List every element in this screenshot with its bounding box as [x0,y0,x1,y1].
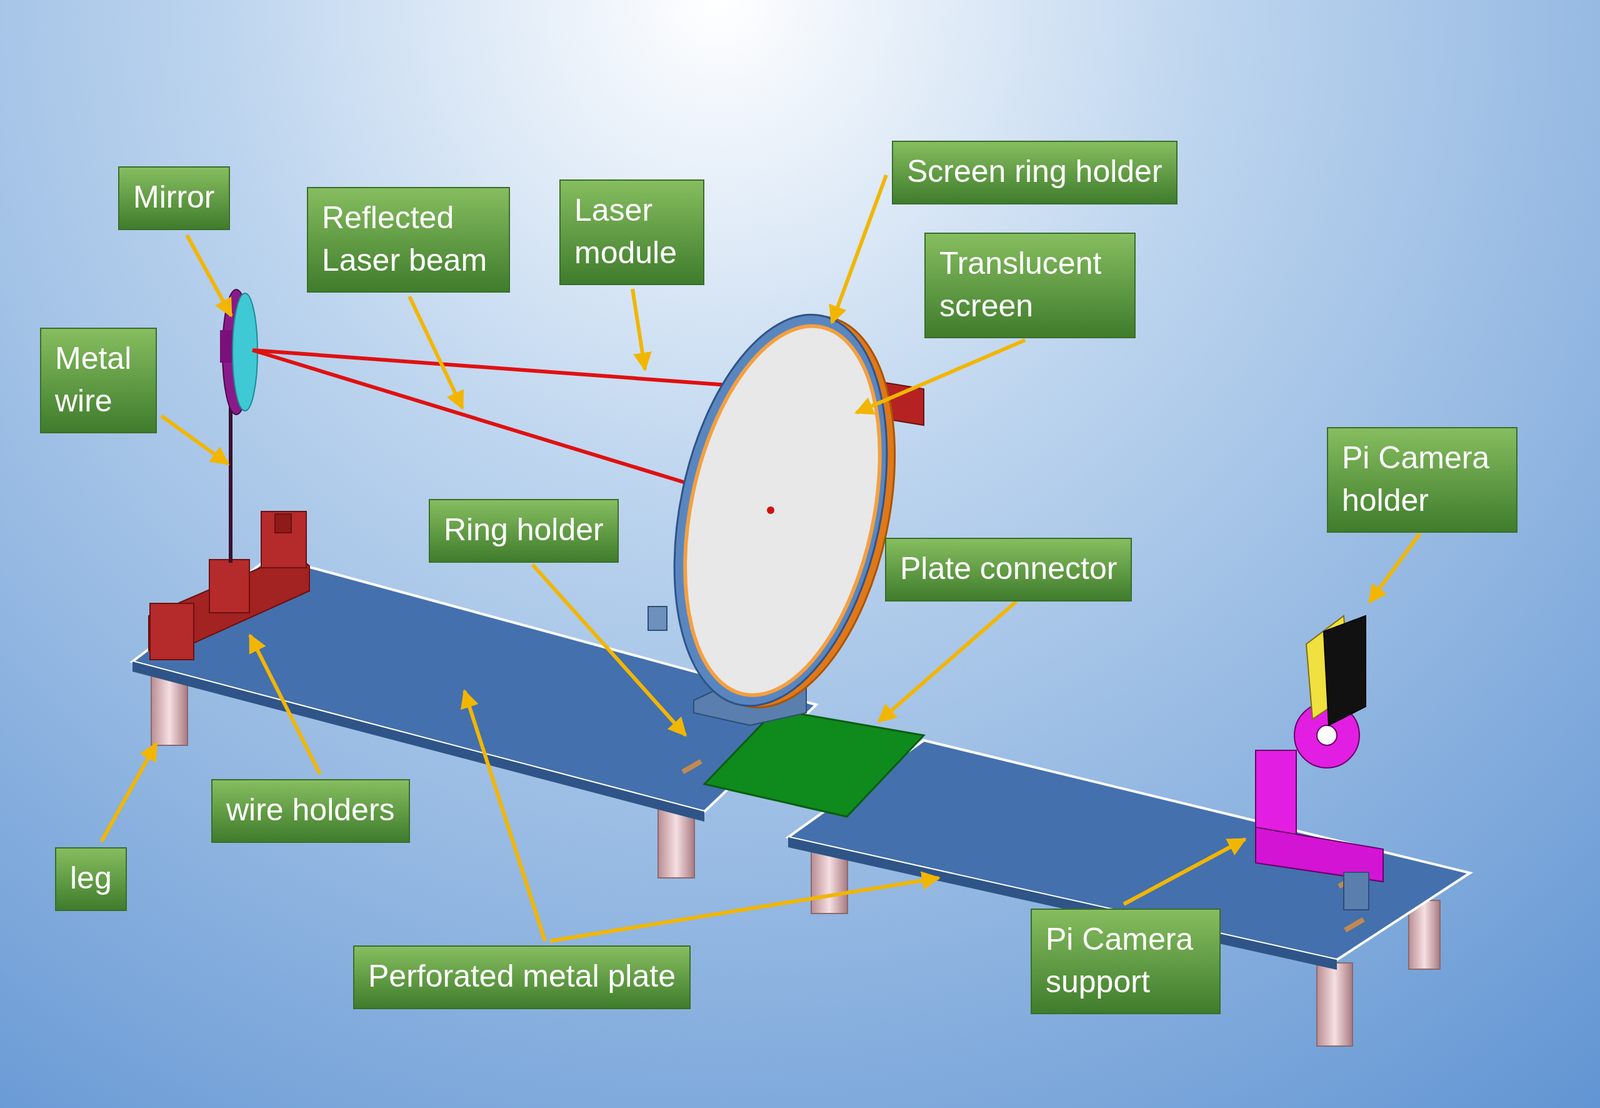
callout-text: leg [70,856,112,900]
leader-arrows [101,175,1420,941]
callout-label: Ring holder [428,498,619,563]
callout-label: Pi Camera support [1030,908,1221,1014]
screen-ring [641,295,928,727]
callout-label: wire holders [211,778,410,843]
callout-text: wire holders [226,788,395,832]
callout-text: Screen ring holder [906,150,1163,194]
callout-text: Pi Camera support [1045,918,1206,1003]
callout-text: Metal wire [55,337,142,422]
laser-beams [252,350,738,485]
callout-text: Laser module [574,189,690,274]
plate-connector [704,709,924,817]
callout-label: Reflected Laser beam [306,186,510,293]
callout-text: Perforated metal plate [368,955,676,998]
callout-label: Translucent screen [924,232,1136,339]
callout-text: Pi Camera holder [1341,436,1503,522]
metal-wire [228,400,233,563]
callout-label: leg [55,846,127,911]
pi-camera [1255,615,1384,910]
callout-label: Mirror [118,166,230,230]
callout-label: Plate connector [885,537,1132,602]
callout-text: Reflected Laser beam [321,196,495,282]
callout-text: Ring holder [443,508,604,552]
callout-text: Mirror [133,176,215,219]
callout-label: Perforated metal plate [353,945,691,1009]
callout-label: Screen ring holder [891,140,1178,205]
callout-label: Laser module [559,179,705,285]
callout-label: Pi Camera holder [1326,426,1518,533]
callout-text: Plate connector [900,547,1117,590]
laser-spot [766,506,775,514]
callout-text: Translucent screen [939,242,1121,327]
callout-label: Metal wire [40,327,157,434]
